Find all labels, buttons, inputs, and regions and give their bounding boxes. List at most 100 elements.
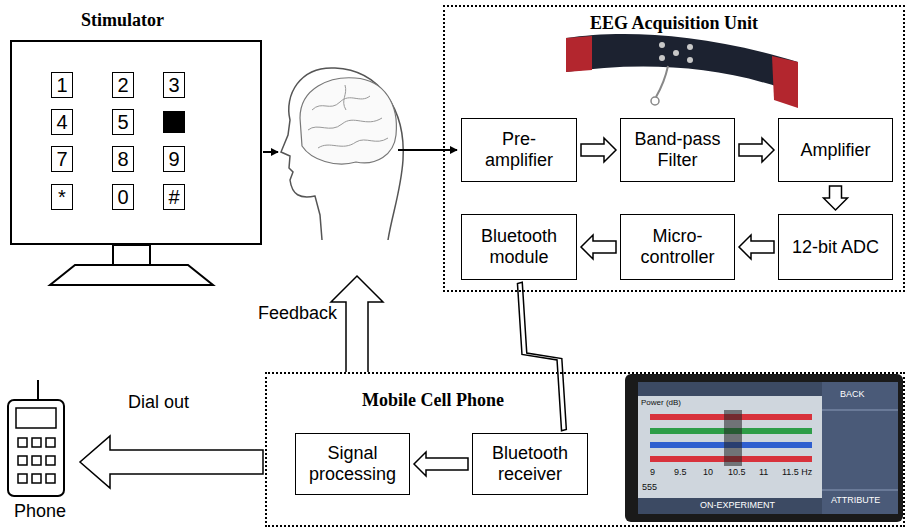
key-label: 8 — [117, 149, 128, 169]
keypad-key: 0 — [112, 184, 134, 210]
phone-key — [46, 456, 55, 465]
box-label: Amplifier — [785, 140, 886, 161]
flow-arrow — [581, 138, 616, 162]
panel-divider — [822, 490, 898, 491]
box-label: 12-bit ADC — [785, 237, 886, 258]
electrode — [687, 44, 693, 50]
brain-folds — [308, 85, 388, 148]
phone-body — [8, 400, 64, 496]
electrode — [687, 57, 693, 63]
phone-key — [32, 474, 41, 483]
phone-key — [32, 438, 41, 447]
phone-key — [46, 474, 55, 483]
keypad-key: # — [163, 184, 185, 210]
feedback-arrow — [331, 276, 383, 372]
key-label: 1 — [56, 75, 67, 95]
box-label: Bluetooth module — [468, 226, 570, 267]
keypad-key: 1 — [51, 72, 73, 98]
key-label: # — [168, 187, 179, 207]
box-label: Band-pass Filter — [627, 129, 728, 170]
key-label: 2 — [117, 75, 128, 95]
process-box: Amplifier — [778, 118, 893, 182]
antenna — [37, 380, 39, 400]
process-box: Pre-amplifier — [461, 118, 577, 182]
key-label: 7 — [56, 149, 67, 169]
keypad-key: * — [51, 184, 73, 210]
headband-strap — [566, 36, 592, 72]
process-box: Signal processing — [295, 433, 410, 495]
group-title: Stimulator — [81, 11, 164, 31]
softkey-label: ATTRIBUTE — [831, 496, 880, 506]
phone-screen — [16, 408, 56, 428]
phone-key — [46, 438, 55, 447]
phone-icon: Phone — [2, 378, 78, 528]
key-label: 0 — [117, 187, 128, 207]
phone-key — [18, 438, 27, 447]
target-band — [724, 410, 742, 466]
keypad-key: 8 — [112, 146, 134, 172]
keypad-key: 2 — [112, 72, 134, 98]
monitor-neck — [113, 245, 150, 265]
icon-label: Phone — [2, 502, 78, 522]
box-label: Signal processing — [302, 443, 403, 484]
status-text: ON-EXPERIMENT — [700, 501, 775, 511]
phone-key — [32, 456, 41, 465]
flow-arrow — [414, 452, 468, 476]
phone-photo — [625, 374, 903, 522]
head-outline — [281, 68, 403, 240]
axis-tick: 10.5 — [728, 468, 746, 478]
phone-screen — [638, 382, 822, 514]
key-label: * — [58, 187, 66, 207]
keypad-key: 4 — [51, 109, 73, 135]
key-label: 9 — [168, 149, 179, 169]
phone-key — [18, 474, 27, 483]
process-box: 12-bit ADC — [778, 214, 893, 280]
key-label: 5 — [117, 112, 128, 132]
axis-title: Power (dB) — [641, 399, 681, 408]
dial-number: 555 — [642, 483, 657, 493]
process-box: Bluetooth module — [461, 214, 577, 280]
keypad-key: 7 — [51, 146, 73, 172]
axis-tick: 9.5 — [674, 468, 687, 478]
edge-label: Dial out — [128, 393, 189, 413]
electrode — [659, 42, 665, 48]
softkey-panel — [822, 382, 898, 514]
axis-tick: 10 — [703, 468, 713, 478]
group-frame: EEG Acquisition UnitPre-amplifier Band-pa… — [443, 5, 905, 292]
box-label: Micro-controller — [627, 226, 728, 267]
status-bar — [638, 382, 822, 396]
electrode-cable — [656, 66, 668, 97]
group-title: Mobile Cell Phone — [362, 391, 504, 411]
phone-key — [18, 456, 27, 465]
flow-arrow — [739, 235, 774, 259]
axis-tick: 11.5 Hz — [782, 468, 812, 478]
box-label: Bluetooth receiver — [479, 443, 581, 484]
key-label: 3 — [168, 75, 179, 95]
ear-clip — [651, 97, 659, 105]
panel-divider — [822, 410, 898, 411]
key-label: 4 — [56, 112, 67, 132]
flow-arrow — [581, 235, 616, 259]
softkey-label: BACK — [840, 390, 865, 400]
axis-tick: 9 — [650, 468, 655, 478]
process-box: Bluetooth receiver — [472, 433, 588, 495]
electrode — [659, 55, 665, 61]
process-box: Micro-controller — [620, 214, 735, 280]
group-title: EEG Acquisition Unit — [445, 14, 903, 34]
wireless-link — [517, 282, 566, 431]
flashing-key — [163, 111, 185, 133]
headband — [566, 34, 798, 94]
electrode — [673, 50, 679, 56]
eeg-signal-arrow — [398, 149, 457, 151]
box-label: Pre-amplifier — [468, 129, 570, 170]
monitor-base — [50, 265, 213, 285]
axis-tick: 11 — [759, 468, 768, 478]
keypad-key: 3 — [163, 72, 185, 98]
stimulus-arrow — [263, 151, 278, 153]
flow-arrow — [739, 138, 774, 162]
flow-arrow — [80, 436, 263, 488]
group-frame: Stimulator12345789*0# — [10, 40, 262, 245]
